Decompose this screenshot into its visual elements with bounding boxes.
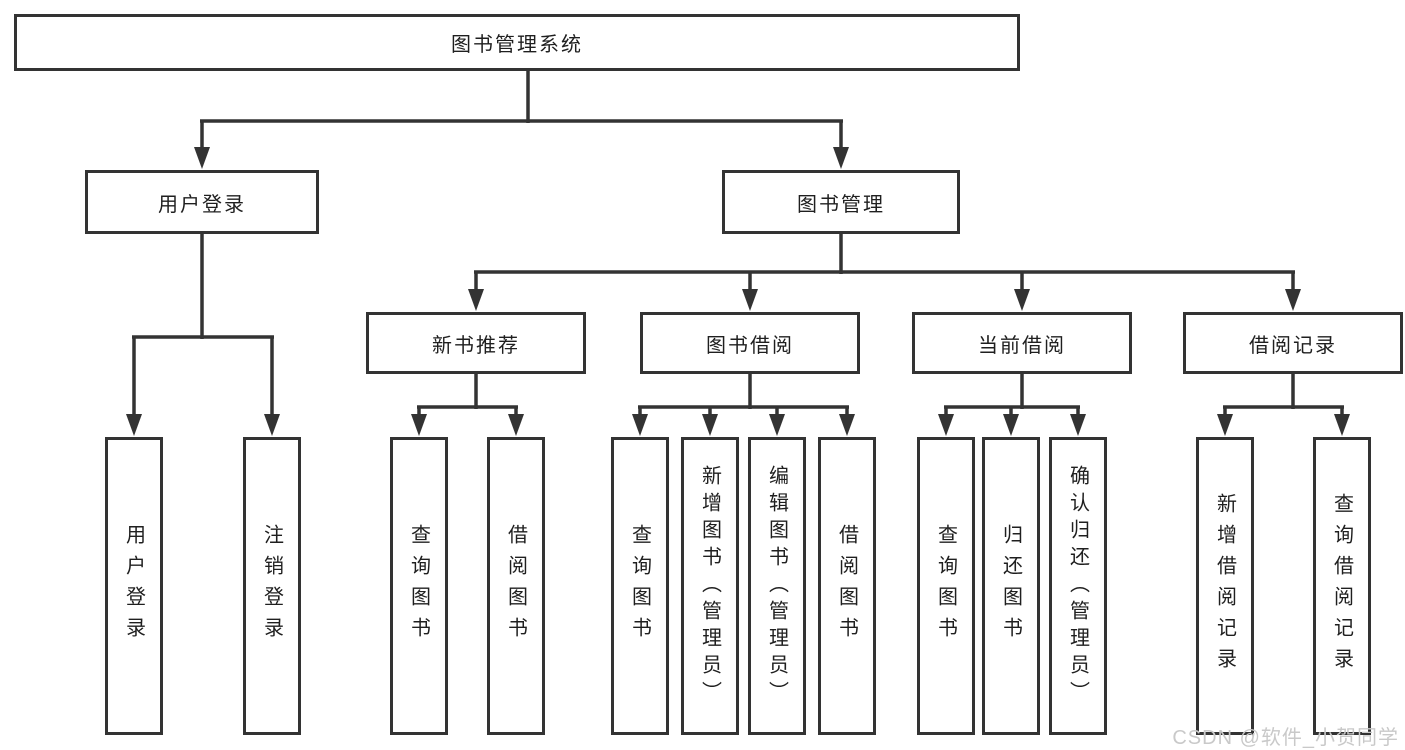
arrowhead-icon <box>1217 414 1233 436</box>
node-current-borrowing: 当前借阅 <box>912 312 1132 374</box>
watermark: CSDN @软件_小贺同学 <box>1172 727 1399 749</box>
leaf-return-books: 归还图书 <box>982 437 1040 735</box>
leaf-query-borrow-record: 查询借阅记录 <box>1313 437 1371 735</box>
arrowhead-icon <box>1334 414 1350 436</box>
arrowhead-icon <box>1003 414 1019 436</box>
node-book-management: 图书管理 <box>722 170 960 234</box>
leaf-query-books: 查询图书 <box>611 437 669 735</box>
arrowhead-icon <box>1070 414 1086 436</box>
node-user-login: 用户登录 <box>85 170 319 234</box>
connector-path <box>132 70 1344 417</box>
leaf-confirm-return-admin: 确认归还（管理员） <box>1049 437 1107 735</box>
leaf-borrow-books: 借阅图书 <box>487 437 545 735</box>
arrowhead-icon <box>702 414 718 436</box>
arrowhead-icon <box>126 414 142 436</box>
node-new-book-recommend: 新书推荐 <box>366 312 586 374</box>
leaf-query-books: 查询图书 <box>390 437 448 735</box>
arrowhead-icon <box>742 289 758 311</box>
arrowheads <box>126 147 1350 436</box>
leaf-user-login: 用户登录 <box>105 437 163 735</box>
arrowhead-icon <box>264 414 280 436</box>
node-borrow-records: 借阅记录 <box>1183 312 1403 374</box>
arrowhead-icon <box>1014 289 1030 311</box>
leaf-add-borrow-record: 新增借阅记录 <box>1196 437 1254 735</box>
leaf-add-books-admin: 新增图书（管理员） <box>681 437 739 735</box>
arrowhead-icon <box>769 414 785 436</box>
arrowhead-icon <box>194 147 210 169</box>
arrowhead-icon <box>411 414 427 436</box>
arrowhead-icon <box>508 414 524 436</box>
leaf-query-books: 查询图书 <box>917 437 975 735</box>
arrowhead-icon <box>833 147 849 169</box>
leaf-logout: 注销登录 <box>243 437 301 735</box>
arrowhead-icon <box>839 414 855 436</box>
arrowhead-icon <box>1285 289 1301 311</box>
arrowhead-icon <box>468 289 484 311</box>
node-library-system: 图书管理系统 <box>14 14 1020 71</box>
arrowhead-icon <box>938 414 954 436</box>
leaf-edit-books-admin: 编辑图书（管理员） <box>748 437 806 735</box>
leaf-borrow-books: 借阅图书 <box>818 437 876 735</box>
node-book-borrowing: 图书借阅 <box>640 312 860 374</box>
arrowhead-icon <box>632 414 648 436</box>
